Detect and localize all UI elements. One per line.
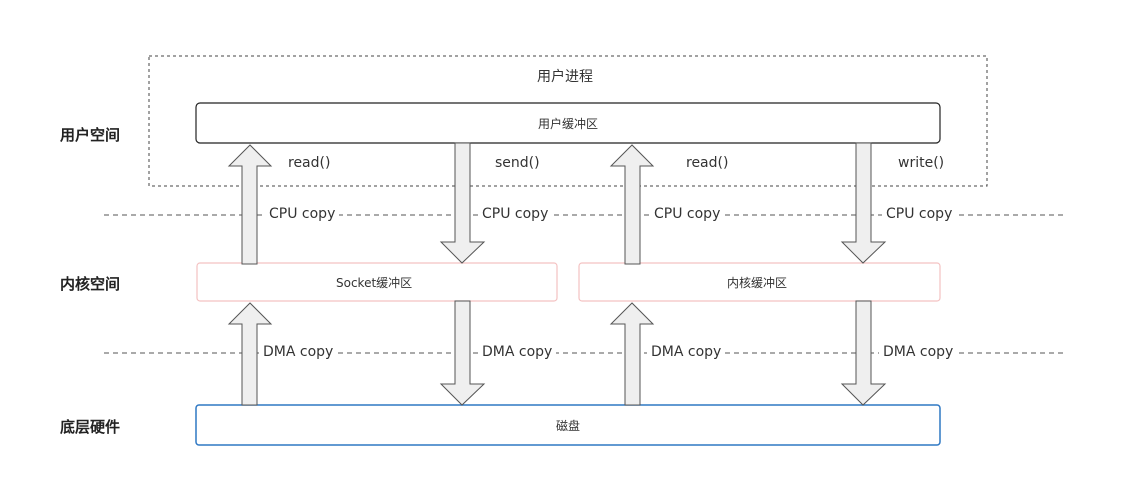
cpu-copy-label: CPU copy <box>478 206 553 222</box>
dma-copy-label: DMA copy <box>879 344 958 360</box>
up-arrow-icon <box>609 144 655 265</box>
call-label: read() <box>686 155 729 171</box>
down-arrow-icon <box>840 142 887 264</box>
dma-copy-label: DMA copy <box>478 344 557 360</box>
call-label: write() <box>898 155 945 171</box>
up-arrow-icon <box>609 302 655 406</box>
cpu-copy-label: CPU copy <box>882 206 957 222</box>
kernel-buffer-label: 内核缓冲区 <box>727 276 788 290</box>
layer-label-user: 用户空间 <box>60 126 121 144</box>
disk-box <box>195 404 941 446</box>
user-buffer-label: 用户缓冲区 <box>538 117 599 131</box>
cpu-copy-label: CPU copy <box>265 206 340 222</box>
down-arrow-icon <box>840 300 887 406</box>
socket-buffer-box <box>196 262 558 302</box>
socket-buffer-label: Socket缓冲区 <box>336 276 413 290</box>
dma-copy-label: DMA copy <box>259 344 338 360</box>
layer-label-kernel: 内核空间 <box>60 275 121 293</box>
disk-label: 磁盘 <box>556 419 581 433</box>
down-arrow-icon <box>439 142 486 264</box>
user-process-container <box>148 55 988 187</box>
kernel-buffer-box <box>578 262 941 302</box>
user-process-label: 用户进程 <box>537 69 593 85</box>
call-label: read() <box>288 155 331 171</box>
down-arrow-icon <box>439 300 486 406</box>
cpu-copy-label: CPU copy <box>650 206 725 222</box>
user-buffer-box <box>195 102 941 144</box>
dma-copy-label: DMA copy <box>647 344 726 360</box>
call-label: send() <box>495 155 540 171</box>
up-arrow-icon <box>227 302 273 406</box>
layer-label-hardware: 底层硬件 <box>60 418 121 436</box>
up-arrow-icon <box>227 144 273 265</box>
